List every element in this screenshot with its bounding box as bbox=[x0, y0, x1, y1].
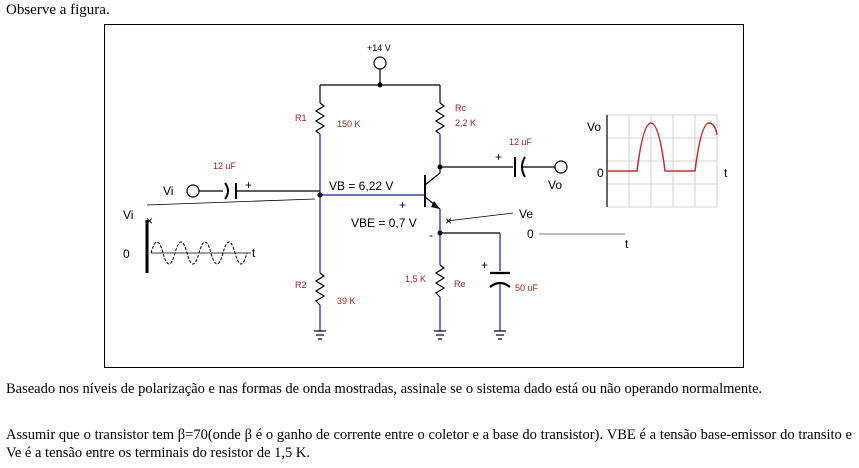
re-resistor bbox=[434, 264, 446, 298]
supply-terminal bbox=[373, 56, 387, 70]
r1-resistor bbox=[314, 102, 326, 135]
circuit-figure: +14 V R1 150 K Rc 2,2 K + 12 uF Vo VB = … bbox=[104, 24, 744, 368]
ve-waveform: 0 t bbox=[527, 227, 629, 251]
vb-label: VB = 6,22 V bbox=[329, 179, 393, 193]
re-name: Re bbox=[454, 279, 466, 289]
cout-value: 12 uF bbox=[509, 137, 533, 147]
ce-plus: + bbox=[481, 258, 488, 272]
supply-label: +14 V bbox=[367, 43, 391, 53]
circuit-diagram: +14 V R1 150 K Rc 2,2 K + 12 uF Vo VB = … bbox=[123, 43, 728, 340]
svg-text:×: × bbox=[146, 214, 153, 228]
cin-value: 12 uF bbox=[213, 161, 237, 171]
r1-name: R1 bbox=[295, 113, 307, 123]
cin-plus: + bbox=[245, 178, 252, 192]
svg-text:×: × bbox=[445, 214, 452, 228]
rc-resistor bbox=[434, 102, 446, 135]
ground-icon bbox=[434, 330, 446, 340]
vbe-label: VBE = 0,7 V bbox=[351, 216, 417, 230]
vo-terminal bbox=[554, 160, 568, 174]
r2-name: R2 bbox=[295, 280, 307, 290]
ve-label: Ve bbox=[519, 207, 533, 221]
question-paragraph-2: Assumir que o transistor tem β=70(onde β… bbox=[6, 427, 852, 461]
vi-scope-label: Vi bbox=[123, 208, 133, 222]
ve-zero: 0 bbox=[527, 227, 534, 241]
cout-plus: + bbox=[495, 150, 502, 164]
ve-t: t bbox=[625, 237, 629, 251]
rc-name: Rc bbox=[455, 103, 466, 113]
vo-scope: Vo 0 t bbox=[587, 114, 728, 208]
vi-scope: × Vi 0 t bbox=[123, 198, 316, 273]
vo-scope-label: Vo bbox=[587, 120, 601, 134]
vi-terminal bbox=[186, 184, 200, 198]
intro-text: Observe a figura. bbox=[6, 2, 110, 18]
vo-clipped-wave bbox=[607, 122, 718, 172]
question-paragraph-1: Baseado nos níveis de polarização e nas … bbox=[6, 381, 763, 397]
re-value: 1,5 K bbox=[405, 274, 426, 284]
vi-terminal-label: Vi bbox=[163, 184, 173, 198]
ce-value: 50 uF bbox=[515, 283, 539, 293]
vo-terminal-label: Vo bbox=[548, 178, 562, 192]
vi-scope-zero: 0 bbox=[123, 247, 130, 261]
vbe-plus: + bbox=[399, 198, 406, 212]
r1-value: 150 K bbox=[337, 119, 361, 129]
r2-resistor bbox=[314, 272, 326, 306]
vbe-minus: - bbox=[429, 228, 433, 242]
rc-value: 2,2 K bbox=[455, 118, 476, 128]
vi-scope-t: t bbox=[252, 246, 256, 260]
ground-icon bbox=[314, 330, 326, 340]
vo-scope-zero: 0 bbox=[597, 166, 604, 180]
vi-sine-wave bbox=[150, 241, 248, 265]
vo-scope-t: t bbox=[724, 166, 728, 180]
r2-value: 39 K bbox=[337, 296, 356, 306]
ground-icon bbox=[494, 330, 506, 340]
